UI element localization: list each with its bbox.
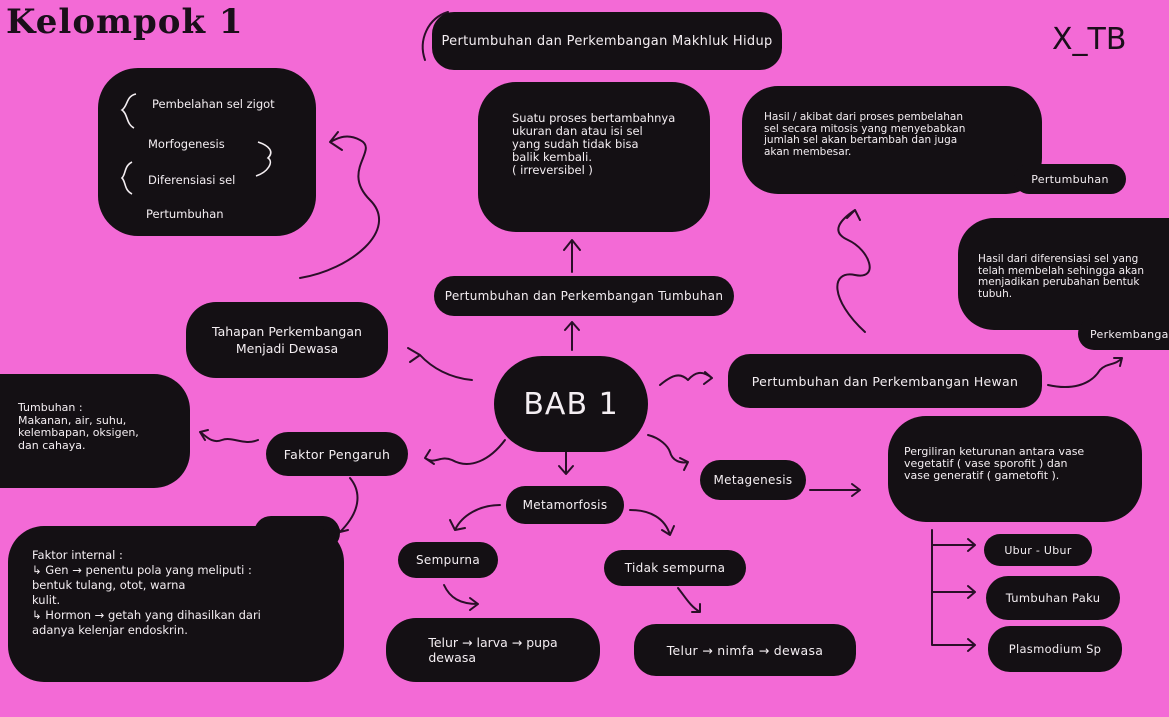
metagenesis-example-3: Plasmodium Sp: [988, 626, 1122, 672]
incomplete-label: Tidak sempurna: [604, 550, 746, 586]
animal-development-desc: Hasil dari diferensiasi sel yang telah m…: [958, 218, 1169, 330]
plant-definition: Suatu proses bertambahnya ukuran dan ata…: [478, 82, 710, 232]
metagenesis-desc: Pergiliran keturunan antara vase vegetat…: [888, 416, 1142, 522]
animal-development-label: Perkembangan: [1078, 318, 1169, 350]
factor-label: Faktor Pengaruh: [266, 432, 408, 476]
adult-stage-text: Tahapan Perkembangan Menjadi Dewasa: [212, 324, 362, 356]
complete-flow: Telur → larva → pupa dewasa: [386, 618, 600, 682]
factor-animal-box: Faktor internal : ↳ Gen → penentu pola y…: [8, 526, 344, 682]
stage-4: Pertumbuhan: [146, 207, 224, 221]
metagenesis-desc-text: Pergiliran keturunan antara vase vegetat…: [904, 445, 1085, 482]
factor-plant-box: Tumbuhan : Makanan, air, suhu, kelembapa…: [0, 374, 190, 488]
complete-flow-text: Telur → larva → pupa dewasa: [428, 635, 558, 665]
plant-stages-box: Pembelahan sel zigot Morfogenesis Difere…: [98, 68, 316, 236]
complete-label: Sempurna: [398, 542, 498, 578]
animal-growth-label: Pertumbuhan: [1014, 164, 1126, 194]
main-title: Pertumbuhan dan Perkembangan Makhluk Hid…: [432, 12, 782, 70]
incomplete-flow: Telur → nimfa → dewasa: [634, 624, 856, 676]
animal-growth-text: Hasil / akibat dari proses pembelahan se…: [764, 111, 966, 158]
class-label: X_TB: [1052, 22, 1127, 57]
group-title: Kelompok 1: [6, 2, 244, 42]
metagenesis-example-2: Tumbuhan Paku: [986, 576, 1120, 620]
metagenesis-label: Metagenesis: [700, 460, 806, 500]
factor-animal-text: Faktor internal : ↳ Gen → penentu pola y…: [32, 548, 261, 637]
plant-definition-text: Suatu proses bertambahnya ukuran dan ata…: [512, 111, 676, 177]
stage-3: Diferensiasi sel: [148, 173, 236, 187]
adult-stage: Tahapan Perkembangan Menjadi Dewasa: [186, 302, 388, 378]
plant-title: Pertumbuhan dan Perkembangan Tumbuhan: [434, 276, 734, 316]
factor-plant-text: Tumbuhan : Makanan, air, suhu, kelembapa…: [18, 401, 139, 452]
animal-title: Pertumbuhan dan Perkembangan Hewan: [728, 354, 1042, 408]
stage-1: Pembelahan sel zigot: [152, 97, 275, 111]
center-chapter: BAB 1: [494, 356, 648, 452]
stage-2: Morfogenesis: [148, 137, 225, 151]
animal-development-text: Hasil dari diferensiasi sel yang telah m…: [978, 253, 1144, 300]
metamorphosis-label: Metamorfosis: [506, 486, 624, 524]
metagenesis-example-1: Ubur - Ubur: [984, 534, 1092, 566]
animal-growth-desc: Hasil / akibat dari proses pembelahan se…: [742, 86, 1042, 194]
stage-brackets: [120, 93, 272, 195]
